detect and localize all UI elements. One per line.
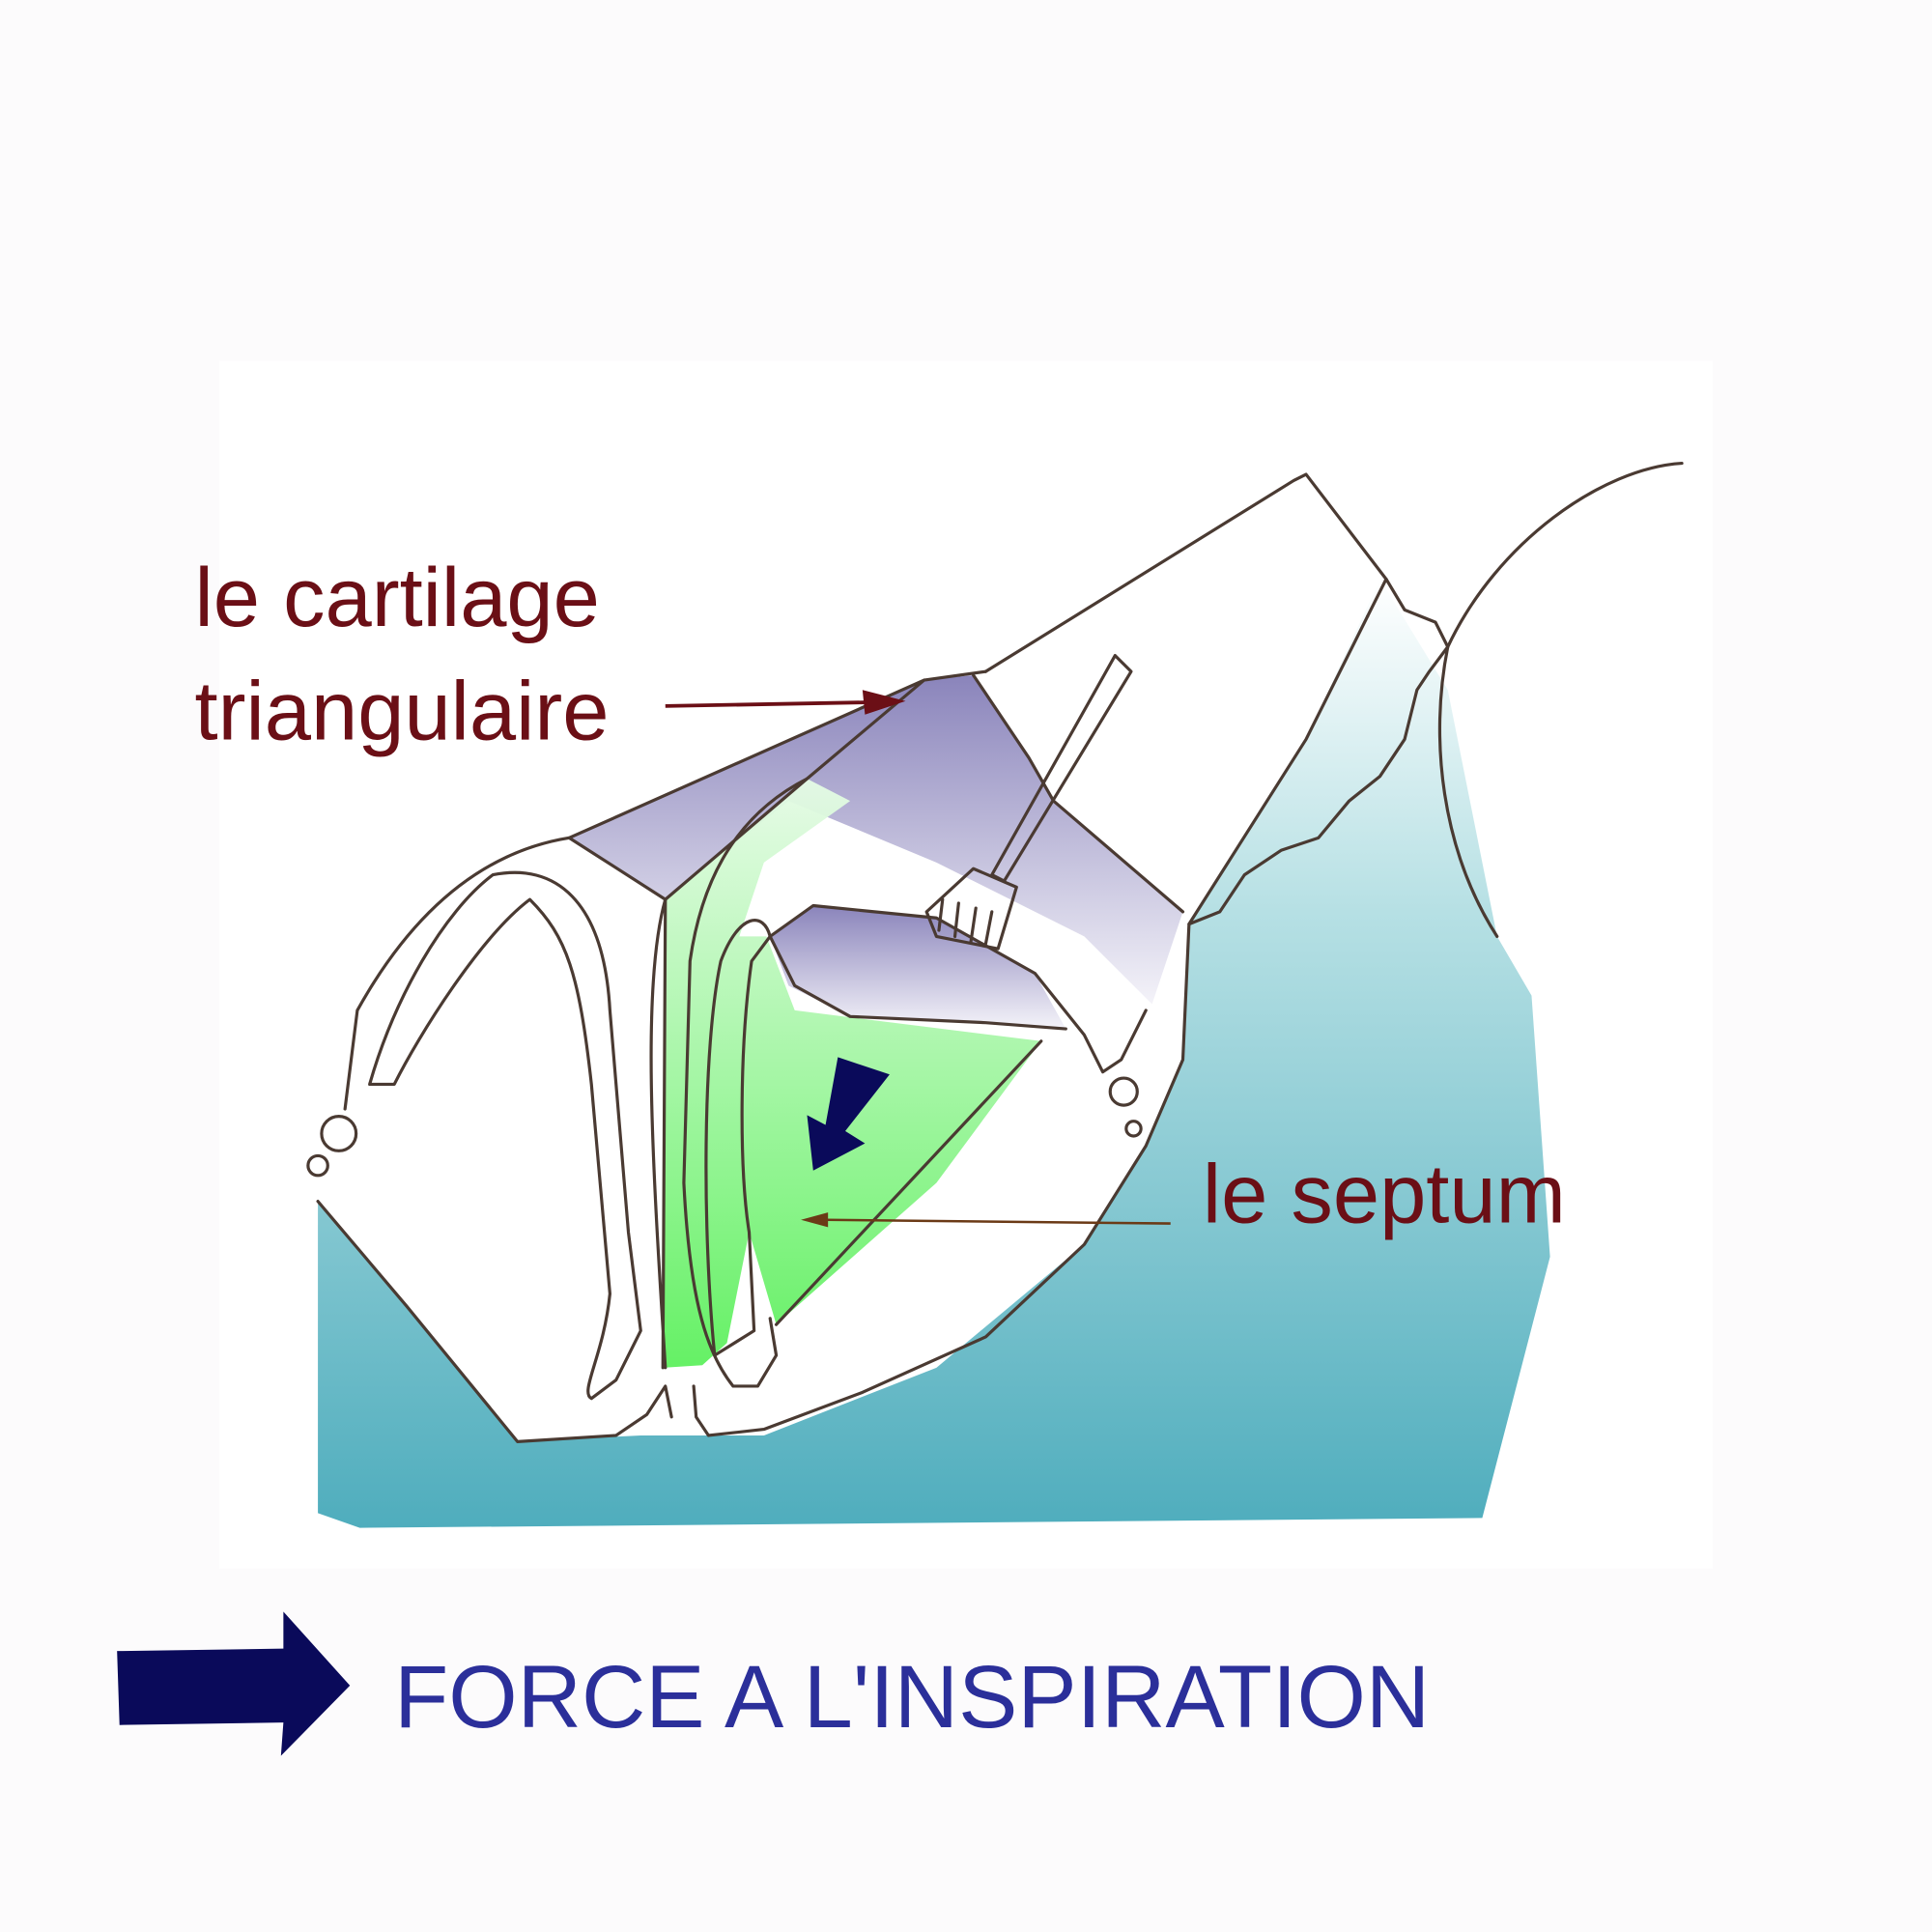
down-left-arrow-icon [807,1057,890,1171]
cartilage-pointer [665,690,906,715]
lateral-cartilage [770,905,1066,1030]
face-shading [318,579,1550,1528]
label-cartilage-line2: triangulaire [195,664,610,757]
nose-outline [306,461,1684,1443]
septum-pointer [801,1212,1171,1228]
triangular-cartilage [569,674,1183,1005]
label-septum: le septum [1203,1147,1566,1240]
right-arrow-icon [117,1611,351,1756]
label-cartilage-line1: le cartilage [195,551,600,644]
legend-text: FORCE A L'INSPIRATION [394,1648,1430,1747]
retractor-instrument [924,653,1133,951]
